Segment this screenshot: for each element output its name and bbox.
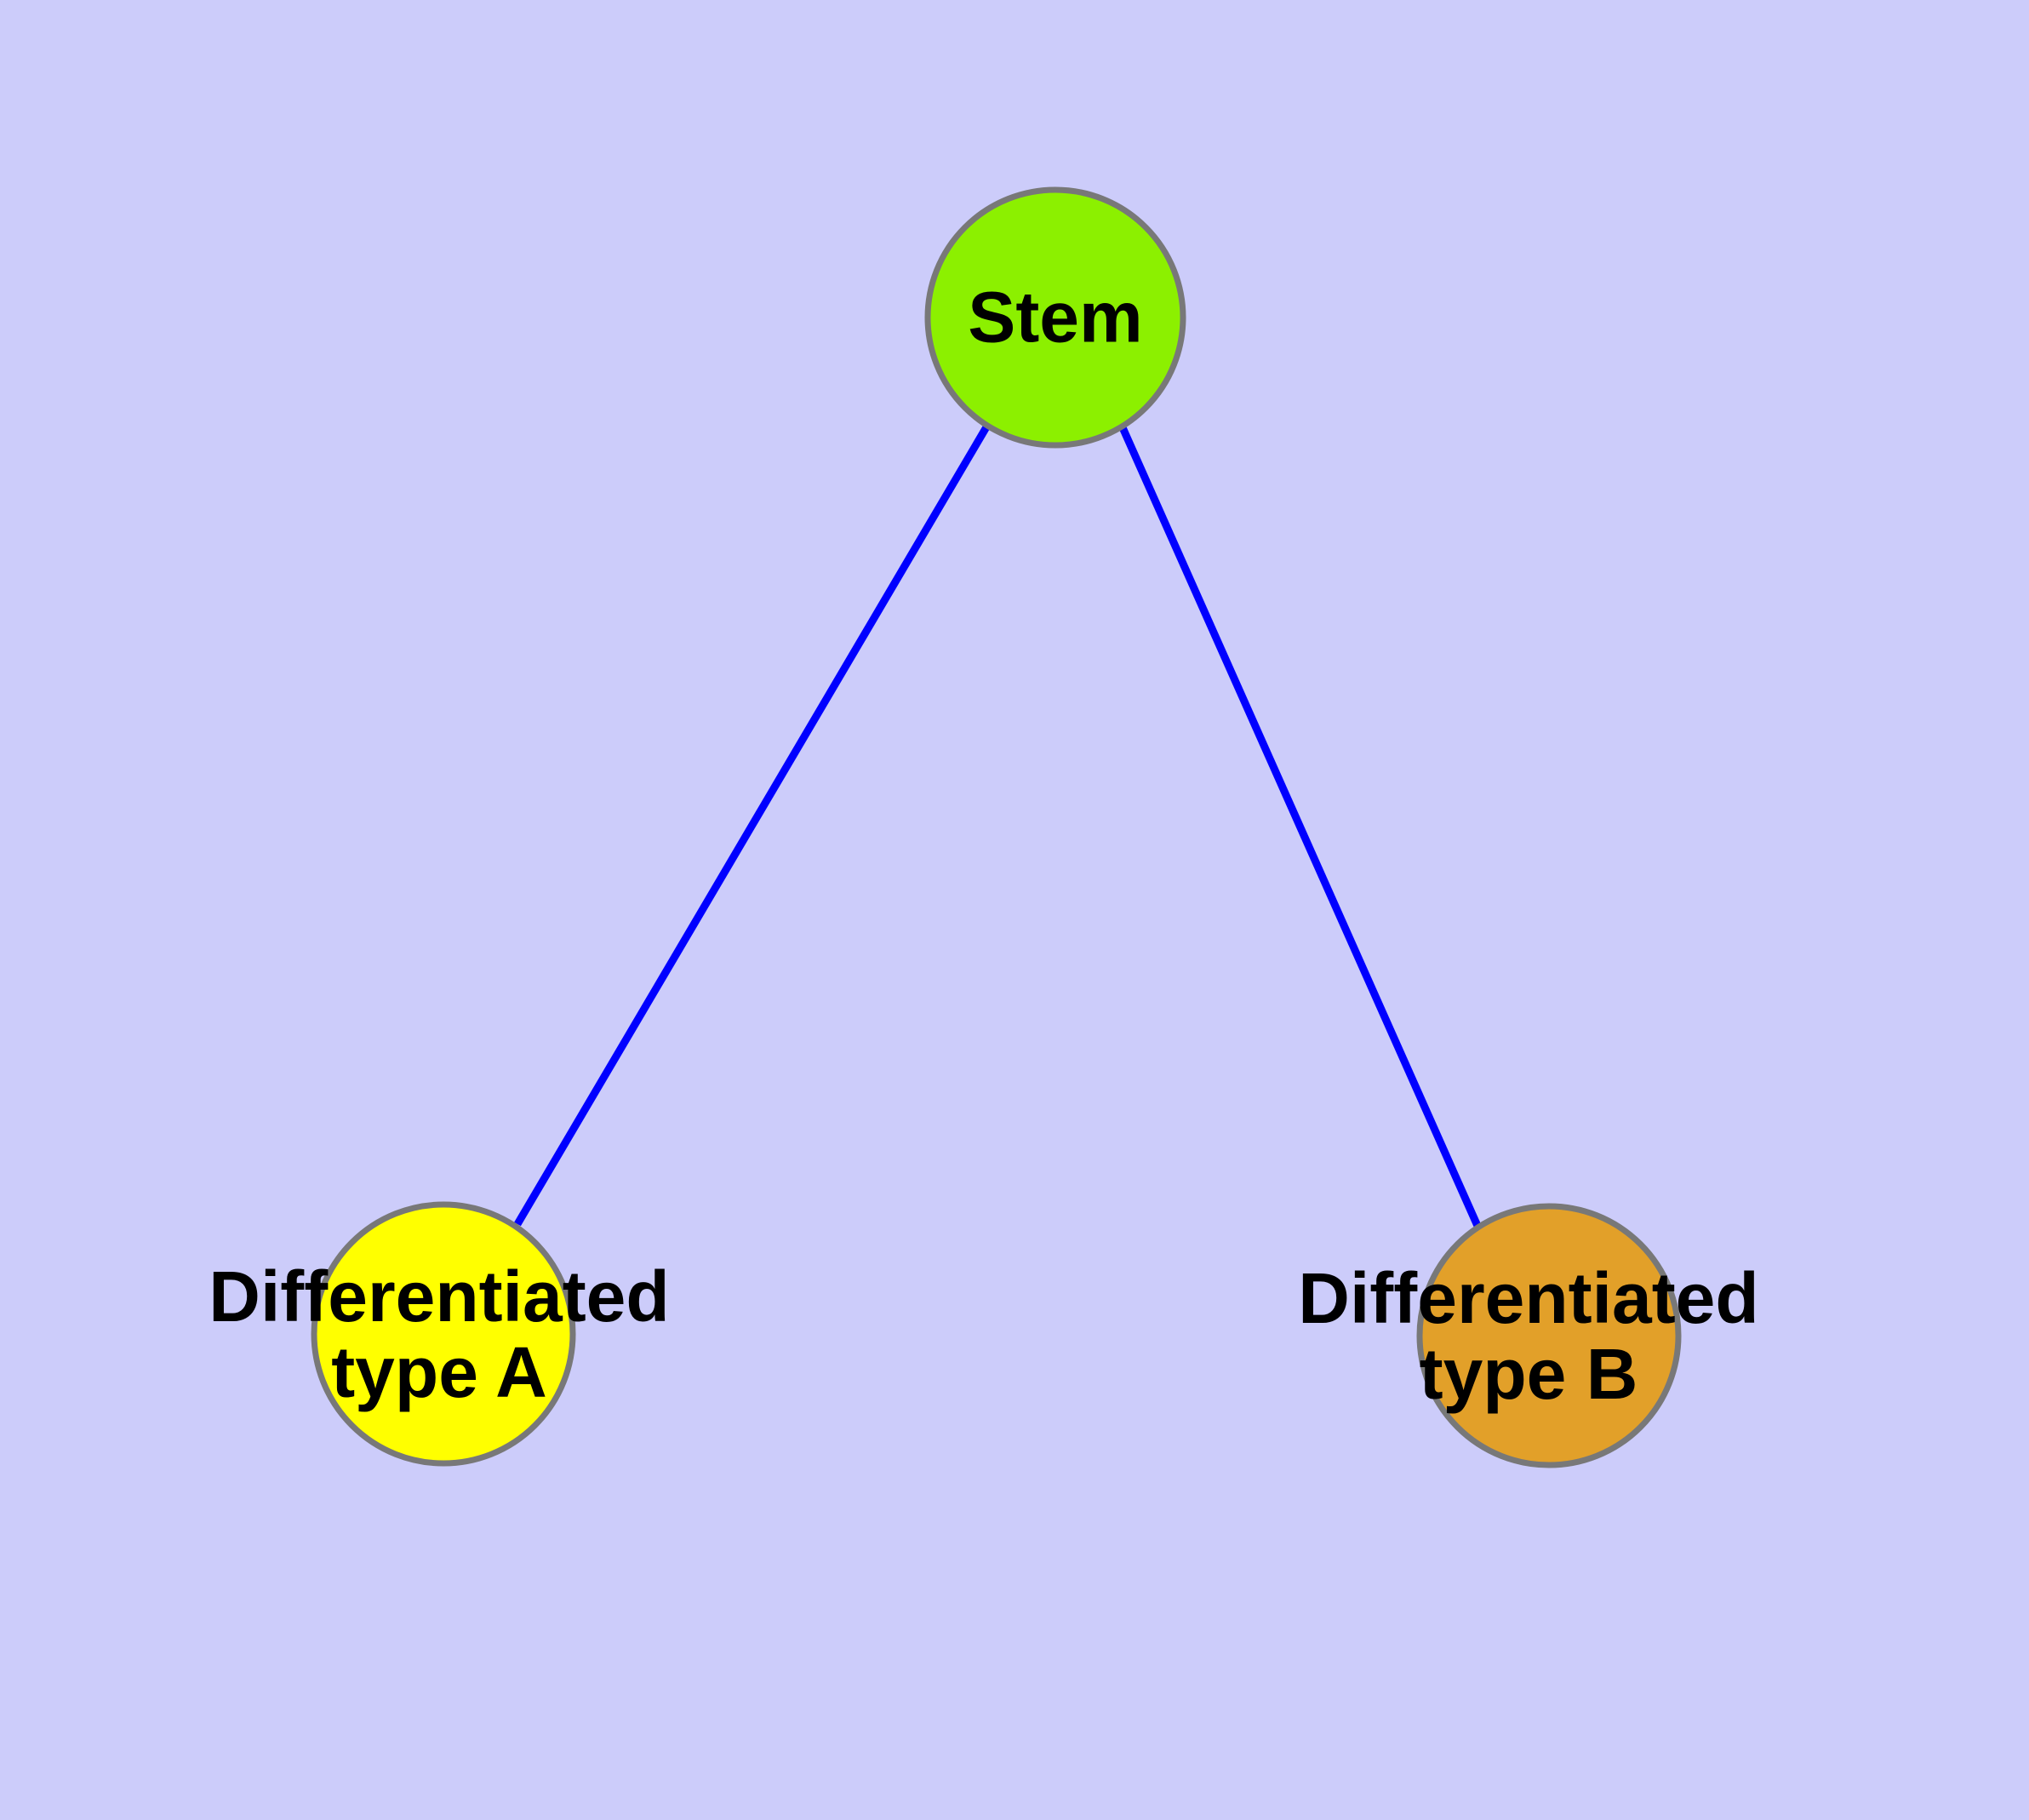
- edge-layer: [514, 423, 1482, 1228]
- edge-stem-to-diff-b[interactable]: [1117, 424, 1482, 1228]
- node-stem[interactable]: [924, 186, 1186, 449]
- node-diff-a[interactable]: [311, 1201, 576, 1467]
- node-layer: [311, 186, 1682, 1468]
- edge-stem-to-diff-a[interactable]: [514, 423, 991, 1227]
- node-diff-b[interactable]: [1416, 1203, 1682, 1468]
